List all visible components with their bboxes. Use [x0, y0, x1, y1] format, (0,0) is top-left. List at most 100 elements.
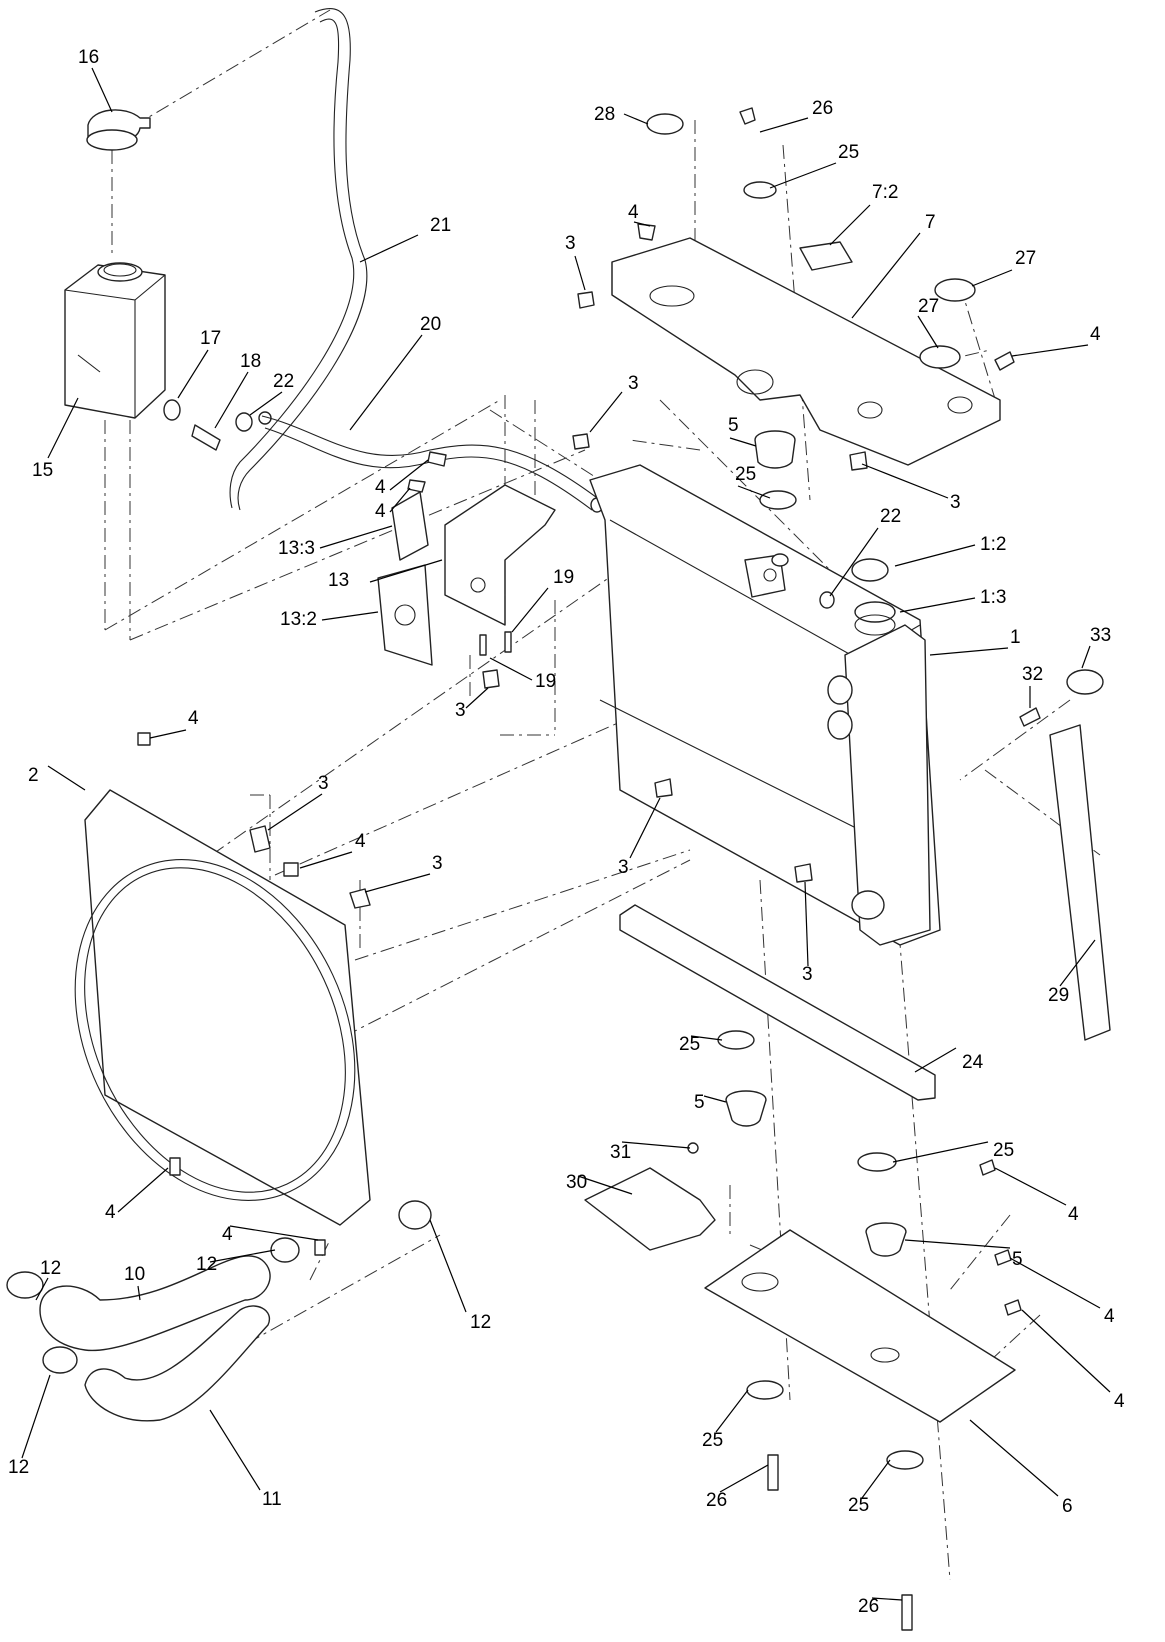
callout-26: 26 [812, 98, 833, 119]
bracket-13 [444, 484, 556, 626]
leader-line-c56 [429, 1219, 467, 1313]
callout-labels: 16 21 15 17 18 22 20 28 26 25 7:2 7 4 3 … [8, 47, 1125, 1617]
callout-13-2: 13:2 [280, 609, 317, 630]
leader-line-c36 [149, 729, 187, 739]
callout-7-2: 7:2 [872, 182, 898, 203]
callout-15: 15 [32, 460, 53, 481]
callout-3: 3 [455, 700, 466, 721]
leader-line-c16 [917, 315, 939, 349]
leader-line-c17 [1011, 344, 1089, 357]
bolts-4 [137, 223, 1022, 1316]
callout-17: 17 [200, 328, 221, 349]
callout-19: 19 [553, 567, 574, 588]
leader-line-c12 [851, 232, 921, 319]
callout-12: 12 [470, 1312, 491, 1333]
callout-25: 25 [993, 1140, 1014, 1161]
grommet-27-lower [919, 345, 961, 369]
leader-line-c5 [214, 371, 249, 429]
callout-25: 25 [702, 1430, 723, 1451]
callout-2: 2 [28, 765, 39, 786]
leader-line-c39 [299, 851, 353, 869]
leader-line-c49 [577, 1175, 633, 1195]
leader-line-c3 [47, 397, 79, 459]
leader-line-c24 [319, 525, 393, 549]
callout-1-3: 1:3 [980, 587, 1006, 608]
mounting-plate-6 [704, 1229, 1016, 1423]
decal-1-2 [851, 558, 889, 582]
leader-line-c60 [21, 1374, 51, 1459]
leader-line-c40 [364, 873, 431, 893]
hose-10 [39, 1255, 271, 1352]
callout-27: 27 [1015, 248, 1036, 269]
leader-line-c44 [690, 1035, 723, 1041]
coolant-reservoir-15 [64, 262, 166, 419]
callout-4: 4 [1114, 1391, 1125, 1412]
grommet-27-top [934, 278, 976, 302]
callout-13: 13 [328, 570, 349, 591]
callout-3: 3 [950, 492, 961, 513]
leader-line-c54 [209, 1249, 276, 1263]
leader-line-c48 [621, 1141, 691, 1149]
callout-leaders [21, 67, 1111, 1601]
bar-24 [619, 904, 936, 1101]
callout-4: 4 [105, 1202, 116, 1223]
leader-line-c10 [769, 162, 837, 189]
leader-line-c38 [267, 793, 323, 831]
leader-line-c9 [759, 117, 809, 133]
leader-line-c21 [861, 463, 949, 499]
leader-line-c65 [861, 1459, 891, 1499]
leader-line-c50 [994, 1167, 1067, 1206]
leader-line-c6 [249, 391, 283, 416]
isolators-5 [725, 430, 907, 1257]
callout-24: 24 [962, 1052, 984, 1073]
plate-13-2 [377, 564, 433, 666]
leader-line-c57 [904, 1239, 1011, 1249]
callout-7: 7 [925, 212, 936, 233]
leader-line-c25 [369, 559, 443, 583]
leader-line-c66 [871, 1597, 903, 1601]
callout-4: 4 [1104, 1306, 1115, 1327]
callout-3: 3 [802, 964, 813, 985]
bar-29 [1049, 724, 1111, 1041]
leader-line-c41 [629, 797, 661, 859]
callout-5: 5 [728, 415, 739, 436]
callout-19: 19 [535, 671, 556, 692]
callout-22: 22 [880, 506, 901, 527]
callout-5: 5 [1012, 1249, 1023, 1270]
sensor-32 [1019, 707, 1041, 727]
callout-4: 4 [355, 831, 366, 852]
callout-13-3: 13:3 [278, 538, 315, 559]
callout-3: 3 [432, 853, 443, 874]
leader-line-c34 [1081, 645, 1091, 669]
leader-line-c55 [137, 1285, 141, 1301]
callout-12: 12 [196, 1254, 217, 1275]
callout-21: 21 [430, 215, 451, 236]
radiator-cap-1-3 [854, 601, 896, 636]
callout-1-2: 1:2 [980, 534, 1006, 555]
callout-18: 18 [240, 351, 261, 372]
callout-4: 4 [1068, 1204, 1079, 1225]
bolts-26 [739, 107, 913, 1631]
leader-line-c8 [623, 113, 649, 125]
callout-29: 29 [1048, 985, 1069, 1006]
leader-line-c18 [589, 391, 623, 433]
callout-3: 3 [628, 373, 639, 394]
leader-line-c31 [894, 544, 976, 567]
callout-27: 27 [918, 296, 939, 317]
leader-line-c28 [489, 657, 533, 681]
leader-line-c20 [737, 485, 771, 499]
callout-4: 4 [222, 1224, 233, 1245]
connector-33 [1066, 669, 1104, 695]
fitting-22-radiator [819, 591, 835, 609]
callout-25: 25 [848, 1495, 869, 1516]
clamps-12 [6, 1200, 432, 1374]
leader-line-c11 [829, 204, 871, 246]
callout-12: 12 [40, 1258, 61, 1279]
callout-4: 4 [375, 501, 386, 522]
callout-28: 28 [594, 104, 615, 125]
leader-line-c45 [914, 1047, 957, 1073]
callout-16: 16 [78, 47, 99, 68]
callout-30: 30 [566, 1172, 587, 1193]
callout-10: 10 [124, 1264, 145, 1285]
